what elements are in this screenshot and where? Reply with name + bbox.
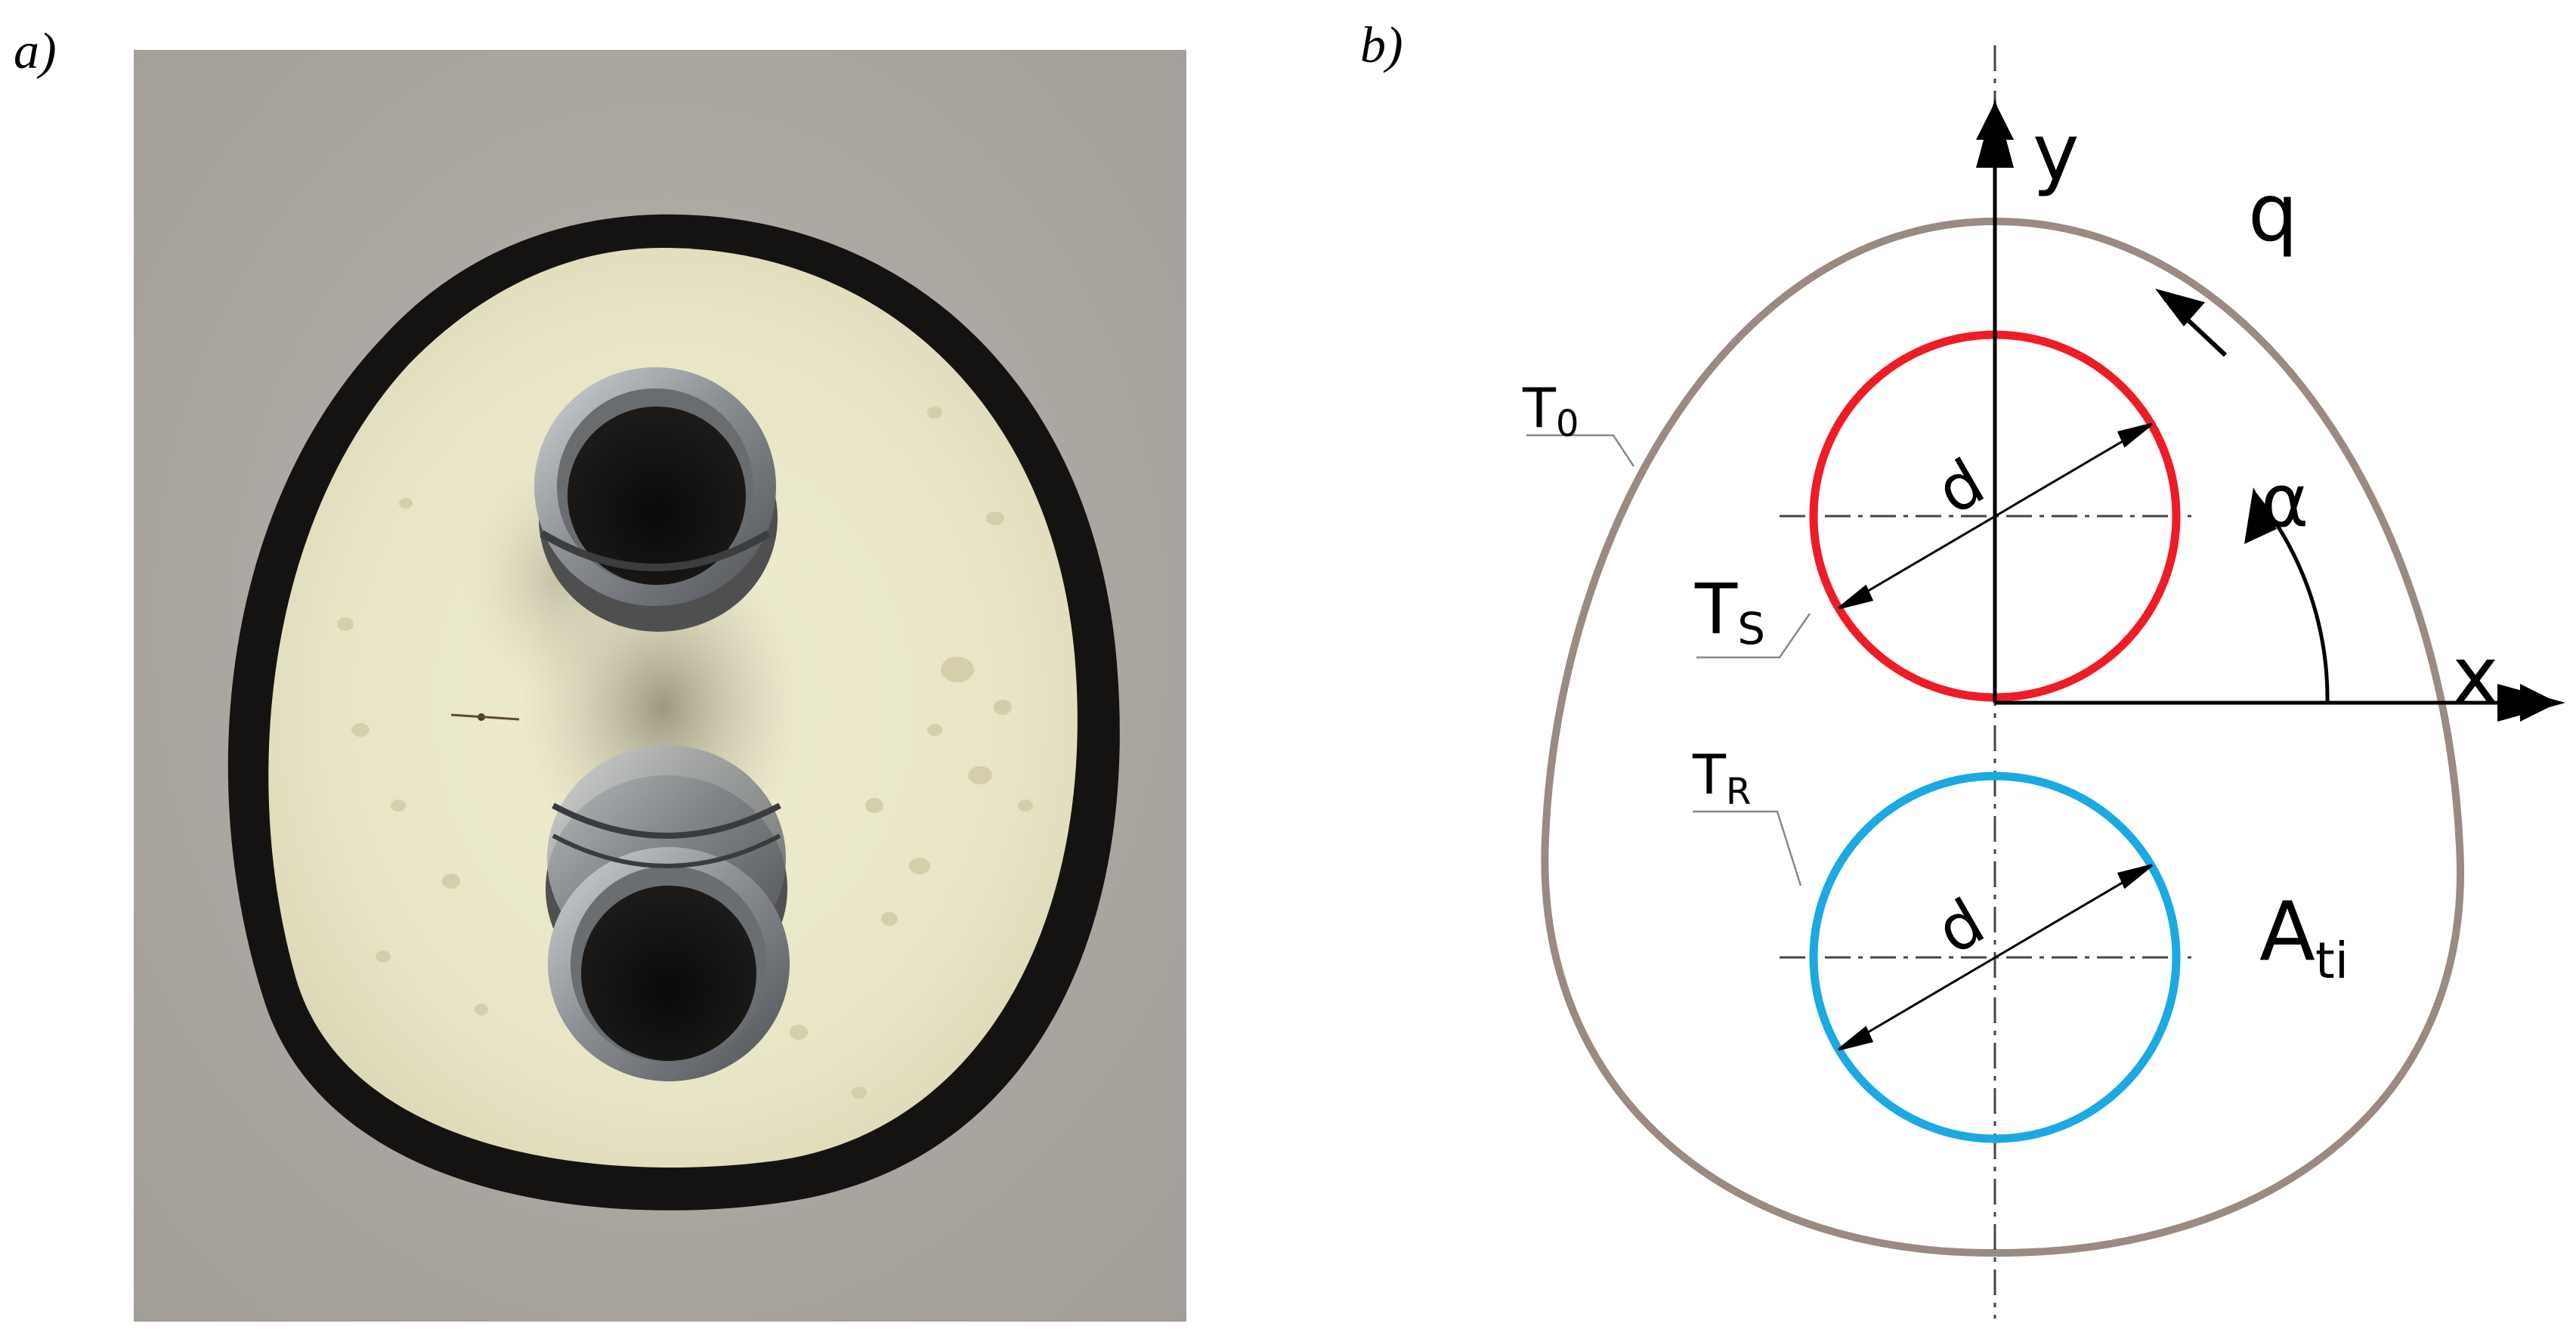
- angle-alpha-label: α: [2261, 459, 2309, 543]
- x-axis-arrowhead: [2497, 684, 2565, 722]
- ts-label: TS: [1694, 569, 1765, 654]
- panel-a-label: a): [14, 22, 57, 79]
- twin-pipe-cross-section-photo: [134, 50, 1186, 1322]
- supply-diameter-arrowhead-top: [2117, 422, 2153, 448]
- return-pipe-circle: [1809, 772, 2181, 1143]
- area-label: Ati: [2259, 885, 2349, 990]
- ts-leader: [1696, 613, 1811, 659]
- y-axis-label: y: [2033, 107, 2080, 199]
- return-diameter-arrowhead-top: [2117, 864, 2153, 889]
- return-diameter-line: [1838, 864, 2153, 1051]
- panel-b-label: b): [1360, 16, 1403, 73]
- heat-flux-arrowhead: [2155, 289, 2205, 326]
- return-diameter-arrowhead-bottom: [1838, 1025, 1874, 1051]
- outer-contour: [1541, 217, 2464, 1257]
- angle-alpha-arc: [2254, 493, 2330, 704]
- supply-diameter-line: [1838, 422, 2153, 610]
- twin-pipe-schematic: y x q α d d T0 TS TR Ati: [1522, 45, 2565, 1319]
- t0-label: T0: [1522, 376, 1579, 445]
- y-axis-arrowhead: [1976, 98, 2014, 168]
- heat-flux-label: q: [2248, 167, 2298, 259]
- supply-diameter-arrowhead-bottom: [1838, 584, 1874, 610]
- return-diameter-label: d: [1925, 884, 1996, 969]
- upper-pipe: [534, 367, 778, 632]
- lower-pipe: [546, 745, 790, 1081]
- centerlines: [1780, 45, 2191, 1319]
- tr-leader: [1693, 810, 1802, 886]
- tr-label: TR: [1692, 743, 1751, 813]
- t0-leader: [1526, 434, 1635, 467]
- angle-alpha-arrowhead: [2244, 487, 2277, 544]
- x-axis-label: x: [2452, 629, 2499, 722]
